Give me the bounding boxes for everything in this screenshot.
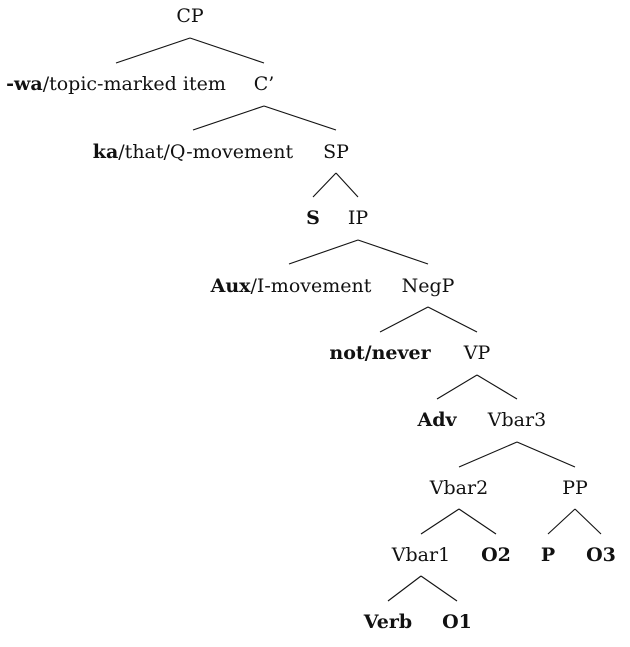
tree-edges [115, 37, 602, 602]
node-ka-gloss: /that/Q-movement [118, 141, 293, 163]
edge-vbar1-verb [387, 575, 422, 602]
node-adv: Adv [416, 409, 457, 431]
node-vbar2: Vbar2 [429, 477, 488, 499]
node-verb: Verb [363, 611, 412, 633]
edge-ip-aux [288, 239, 359, 265]
node-ka: ka/that/Q-movement [93, 141, 294, 163]
edge-vbar3-vbar2 [458, 441, 518, 468]
edge-sp-s [312, 172, 337, 198]
edge-ip-negp [357, 239, 429, 265]
edge-pp-o3 [574, 508, 602, 535]
node-aux-gloss: /I-movement [250, 275, 371, 297]
node-cp: CP [176, 5, 204, 27]
node-pp: PP [562, 477, 588, 499]
tree-nodes: CP -wa/topic-marked item C’ ka/that/Q-mo… [6, 5, 616, 633]
node-vbar3: Vbar3 [487, 409, 546, 431]
node-s: S [306, 207, 320, 229]
node-o3: O3 [586, 544, 616, 566]
edge-vbar2-vbar1 [420, 508, 460, 535]
edge-cbar-ka [192, 105, 265, 131]
edge-negp-vp [427, 306, 478, 333]
node-negp: NegP [402, 275, 455, 297]
edge-vp-adv [436, 374, 478, 400]
edge-sp-ip [335, 172, 359, 198]
edge-vbar2-o2 [458, 508, 497, 535]
edge-vp-vbar3 [476, 374, 518, 400]
node-ip: IP [348, 207, 369, 229]
node-o2: O2 [481, 544, 511, 566]
node-cbar: C’ [254, 73, 275, 95]
node-vbar1: Vbar1 [391, 544, 450, 566]
edge-negp-not [379, 306, 429, 333]
node-p: P [541, 544, 555, 566]
edge-cp-wa [115, 37, 191, 64]
node-wa-topic: -wa/topic-marked item [6, 73, 226, 95]
edge-vbar1-o1 [420, 575, 458, 602]
node-vp: VP [463, 342, 491, 364]
node-o1: O1 [442, 611, 472, 633]
edge-cp-cbar [189, 37, 265, 64]
edge-cbar-sp [263, 105, 337, 131]
node-aux: Aux/I-movement [210, 275, 372, 297]
node-ka-marker: ka [93, 141, 118, 163]
node-wa-marker: -wa [6, 73, 43, 95]
node-aux-marker: Aux [210, 275, 252, 297]
node-sp: SP [323, 141, 349, 163]
node-wa-gloss: /topic-marked item [43, 73, 226, 95]
edge-vbar3-pp [516, 441, 576, 468]
node-not-never: not/never [329, 342, 431, 364]
edge-pp-p [547, 508, 576, 535]
